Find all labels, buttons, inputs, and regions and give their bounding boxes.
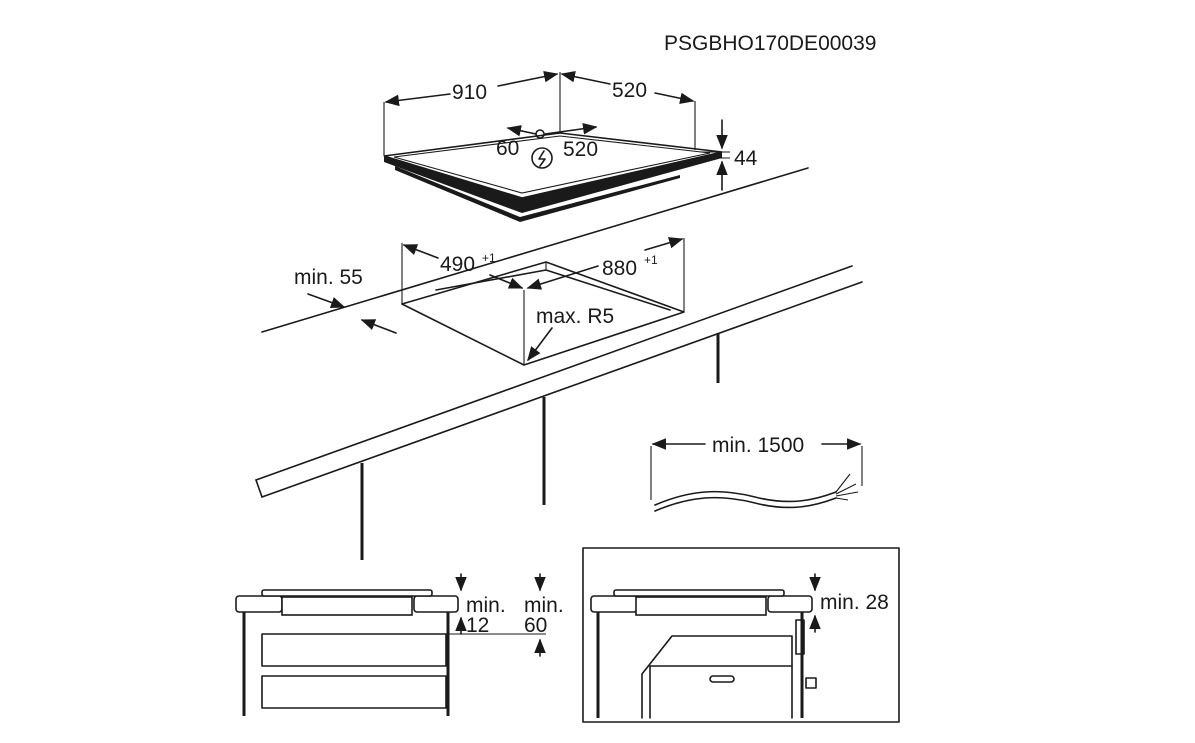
label-hob-width: 910 xyxy=(452,81,487,104)
countertop xyxy=(255,167,863,560)
dim-connection: 60 520 xyxy=(496,123,598,169)
cable xyxy=(654,490,837,506)
hob-drawing xyxy=(383,129,723,222)
detail-drawers: min. 12 min. 60 xyxy=(235,573,564,716)
detail-oven-frame xyxy=(582,547,900,723)
label-hob-thickness: 44 xyxy=(734,147,758,170)
dim-corner-radius: max. R5 xyxy=(527,305,614,362)
label-hob-depth: 520 xyxy=(612,79,647,102)
hob-glass-edge xyxy=(393,135,711,194)
dim-hob-width: 910 xyxy=(383,70,561,156)
label-cable-length: min. 1500 xyxy=(712,434,804,457)
hob-base xyxy=(384,152,722,213)
detail-oven: min. 28 xyxy=(582,547,900,723)
label-cutout-width: 880 xyxy=(602,257,637,280)
label-gap-1-min: min. xyxy=(466,594,506,617)
dim-front-distance: min. 55 xyxy=(294,266,397,334)
label-gap-2-min: min. xyxy=(524,594,564,617)
drawing-code: PSGBHO170DE00039 xyxy=(664,32,876,55)
dim-cutout-width: 880 +1 xyxy=(526,237,684,290)
label-cutout-depth: 490 xyxy=(440,253,475,276)
power-connection-icon xyxy=(531,147,553,169)
label-gap-2-value: 60 xyxy=(524,614,547,637)
label-front-distance: min. 55 xyxy=(294,266,363,289)
label-corner-radius: max. R5 xyxy=(536,305,614,328)
label-connection-offset: 60 xyxy=(496,137,519,160)
label-cutout-width-tolerance: +1 xyxy=(644,253,658,267)
label-cutout-depth-tolerance: +1 xyxy=(482,251,496,265)
dim-hob-thickness: 44 xyxy=(700,119,758,191)
dim-cutout-depth: 490 +1 xyxy=(402,244,524,289)
label-oven-gap: min. 28 xyxy=(820,591,889,614)
label-connection-depth: 520 xyxy=(563,138,598,161)
cable-drawing: min. 1500 xyxy=(650,434,863,512)
label-gap-1-value: 12 xyxy=(466,614,489,637)
dim-hob-depth: 520 xyxy=(560,71,696,150)
cutout xyxy=(401,238,685,366)
